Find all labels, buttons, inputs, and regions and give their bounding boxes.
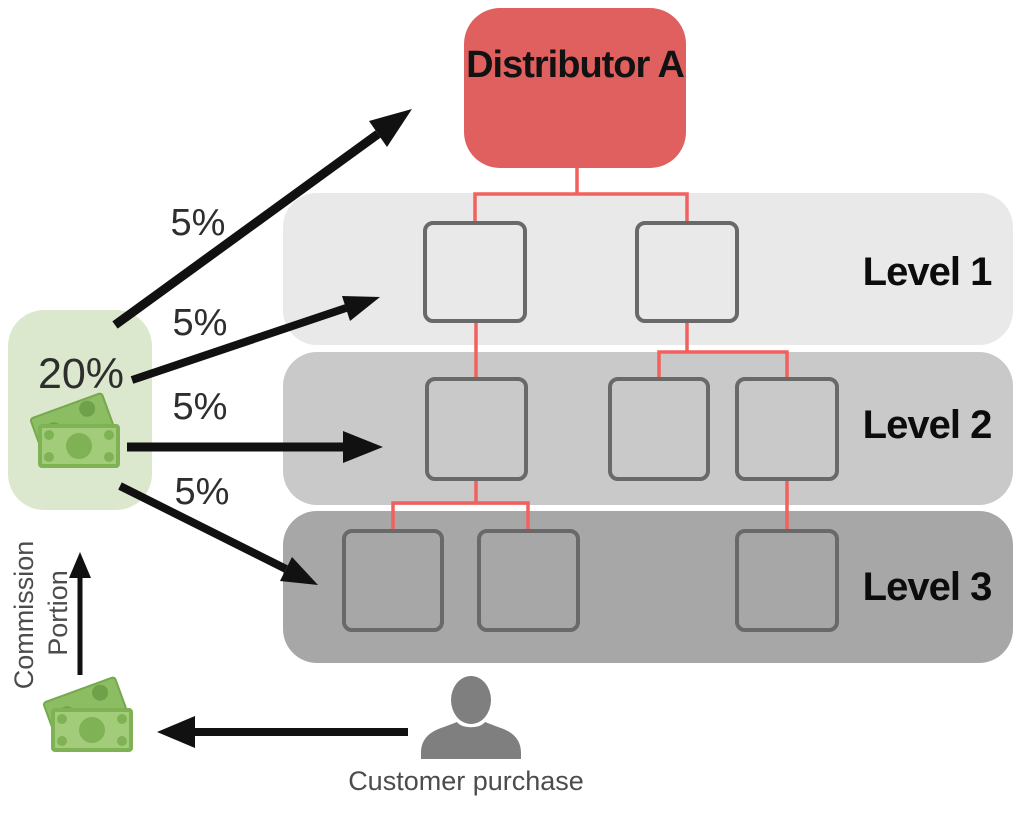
rate-label-level2: 5% bbox=[172, 386, 228, 428]
distributor-a-node: Distributor A bbox=[464, 8, 686, 168]
member-box bbox=[635, 221, 739, 323]
commission-portion-label-line1: Commission bbox=[9, 540, 39, 690]
member-box bbox=[423, 221, 527, 323]
rate-label-distributor: 5% bbox=[170, 202, 226, 244]
person-silhouette-icon bbox=[421, 676, 521, 759]
commission-box bbox=[8, 310, 152, 510]
arrow-customer-payment bbox=[157, 716, 408, 748]
member-box bbox=[342, 529, 444, 632]
member-box bbox=[608, 377, 710, 481]
level-3-label: Level 3 bbox=[862, 565, 993, 609]
level-3-band bbox=[283, 511, 1013, 663]
member-box bbox=[735, 377, 839, 481]
commission-portion-label-line2: Portion bbox=[43, 570, 73, 656]
customer-purchase-label: Customer purchase bbox=[348, 766, 584, 796]
member-box bbox=[477, 529, 580, 632]
member-box bbox=[425, 377, 528, 481]
level-1-label: Level 1 bbox=[862, 250, 993, 294]
direct-commission-rate-label: 20% bbox=[37, 350, 125, 398]
level-2-label: Level 2 bbox=[862, 403, 993, 447]
rate-label-level3: 5% bbox=[174, 471, 230, 513]
rate-label-level1: 5% bbox=[172, 302, 228, 344]
member-box bbox=[735, 529, 839, 632]
